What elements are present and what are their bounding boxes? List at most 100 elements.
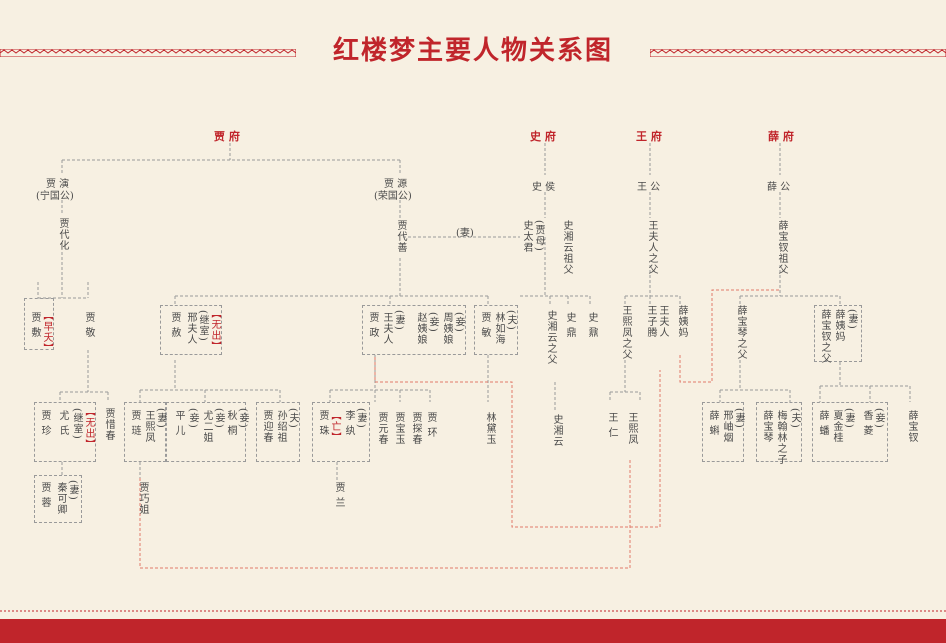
- xue-yima: 薛姨妈: [676, 305, 687, 338]
- zhou-yiniang: 周姨娘: [441, 312, 452, 345]
- jia-yuanchun: 贾元春: [376, 412, 387, 445]
- lin-daiyu: 林黛玉: [484, 412, 495, 445]
- shi-xiangyun-father: 史湘云之父: [545, 310, 556, 365]
- jia-tanchun: 贾探春: [410, 412, 421, 445]
- jia-zhen: 贾 珍: [39, 410, 50, 437]
- sun-shaozu: 孙绍祖: [275, 410, 286, 443]
- xue-gong: 薛 公: [767, 182, 791, 193]
- jia-yingchun-box: [256, 402, 300, 462]
- jia-jing: 贾 敬: [83, 312, 94, 339]
- jia-huan: 贾 环: [425, 412, 436, 439]
- wang-furen: 王夫人: [381, 312, 392, 345]
- xue-baochai: 薛宝钗: [906, 410, 917, 443]
- jia-qiaojie: 贾巧姐: [137, 482, 148, 515]
- wang-furen-wife: (妻): [393, 310, 404, 331]
- shi-taijun-note: (贾母): [533, 220, 544, 252]
- jia-xichun: 贾惜春: [103, 408, 114, 441]
- jia-fu-box: [24, 298, 54, 350]
- wang-xifeng: 王熙凤: [143, 410, 154, 443]
- jia-yan: 贾 演: [46, 179, 70, 190]
- jia-zhu-box: [312, 402, 370, 462]
- you-shi: 尤 氏: [57, 410, 68, 437]
- xue-baoqin-box: [756, 402, 802, 462]
- jia-rong: 贾 蓉: [39, 482, 50, 509]
- mei-note: (夫): [789, 408, 800, 429]
- concubines-box: [166, 402, 246, 462]
- xue-baoqin: 薛宝琴: [761, 410, 772, 443]
- xue-baochai-father-box: [814, 305, 862, 362]
- you-erjie-note: (妾): [213, 408, 224, 429]
- you-erjie: 尤二姐: [201, 410, 212, 443]
- xiang-ling: 香 菱: [861, 410, 872, 437]
- shi-taijun: 史太君: [521, 220, 532, 253]
- jia-lian: 贾 琏: [129, 410, 140, 437]
- jia-rong-box: [34, 475, 82, 523]
- xing-note: (继室): [197, 310, 208, 342]
- li-wan: 李 纨: [343, 410, 354, 437]
- zhao-yiniang: 赵姨娘: [415, 312, 426, 345]
- xing-note2: 【无出】: [209, 308, 220, 352]
- xing-furen: 邢夫人: [185, 312, 196, 345]
- xing-xiuyan-wife: (妻): [733, 408, 744, 429]
- jia-lian-box: [124, 402, 166, 462]
- ping-er-note: (妾): [187, 408, 198, 429]
- shi-nai: 史 鼐: [586, 312, 597, 339]
- jia-fu-note: 【早夭】: [41, 310, 52, 354]
- lin-ruhai: 林如海: [493, 312, 504, 345]
- xue-pan: 薛 蟠: [817, 410, 828, 437]
- footer-band: [0, 619, 946, 643]
- wang-xifeng-wife: (妻): [155, 408, 166, 429]
- jia-she-box: [160, 305, 222, 355]
- jia-zhu: 贾 珠: [317, 410, 328, 437]
- shi-xiangyun: 史湘云: [551, 414, 562, 447]
- wife-marker: (妻): [456, 228, 474, 239]
- jia-daihua: 贾代化: [57, 218, 68, 251]
- mei-hanlin-zi: 梅翰林之子: [775, 410, 786, 465]
- xia-jingui-wife: (妻): [843, 408, 854, 429]
- house-xue: 薛 府: [768, 130, 794, 143]
- you-note: (继室): [71, 408, 82, 440]
- jia-daishan: 贾代善: [395, 220, 406, 253]
- sun-shaozu-note: (夫): [287, 408, 298, 429]
- jia-zhu-note: 【亡】: [329, 410, 340, 443]
- qin-keqing-wife: (妻): [67, 480, 78, 501]
- jia-lan: 贾 兰: [333, 482, 344, 509]
- jia-fu: 贾 敷: [29, 312, 40, 339]
- wang-ziteng: 王子腾: [645, 305, 656, 338]
- jia-min-box: [474, 305, 518, 355]
- jia-yan-title: (宁国公): [36, 191, 74, 202]
- jia-baoyu: 贾宝玉: [393, 412, 404, 445]
- jia-min: 贾 敏: [479, 312, 490, 339]
- qiu-tong-note: (妾): [237, 408, 248, 429]
- qiu-tong: 秋 桐: [225, 410, 236, 437]
- xue-ke: 薛 蝌: [707, 410, 718, 437]
- house-jia: 贾 府: [214, 130, 240, 143]
- lin-note: (夫): [505, 310, 516, 331]
- jia-zheng-box: [362, 305, 466, 355]
- xia-jingui: 夏金桂: [831, 410, 842, 443]
- zhao-note: (妾): [427, 312, 438, 333]
- wang-furen-sister: 王夫人: [657, 305, 668, 338]
- xue-yima-xue: 薛姨妈: [833, 309, 844, 342]
- ping-er: 平 儿: [173, 410, 184, 437]
- page-title: 红楼梦主要人物关系图: [332, 36, 613, 66]
- house-wang: 王 府: [636, 130, 662, 143]
- jia-zheng: 贾 政: [367, 312, 378, 339]
- jia-yuan: 贾 源: [384, 179, 408, 190]
- shi-xiangyun-grandfather: 史湘云祖父: [561, 220, 572, 275]
- wang-xifeng-father: 王熙凤之父: [620, 305, 631, 360]
- xue-baochai-father: 薛宝钗之父: [819, 309, 830, 364]
- xiang-ling-note: (妾): [873, 408, 884, 429]
- xue-ke-box: [702, 402, 744, 462]
- xing-xiuyan: 邢岫烟: [721, 410, 732, 443]
- jia-yingchun: 贾迎春: [261, 410, 272, 443]
- wang-ren: 王 仁: [606, 412, 617, 439]
- xue-yima-wife: (妻): [846, 309, 857, 330]
- zhou-note: (妾): [453, 312, 464, 333]
- jia-she: 贾 赦: [169, 312, 180, 339]
- you-note2: 【无出】: [83, 406, 94, 450]
- wang-furen-grandfather: 王夫人之父: [646, 220, 657, 275]
- xue-baochai-grandfather: 薛宝钗祖父: [776, 220, 787, 275]
- house-shi: 史 府: [530, 130, 556, 143]
- shi-ding: 史 鼎: [564, 312, 575, 339]
